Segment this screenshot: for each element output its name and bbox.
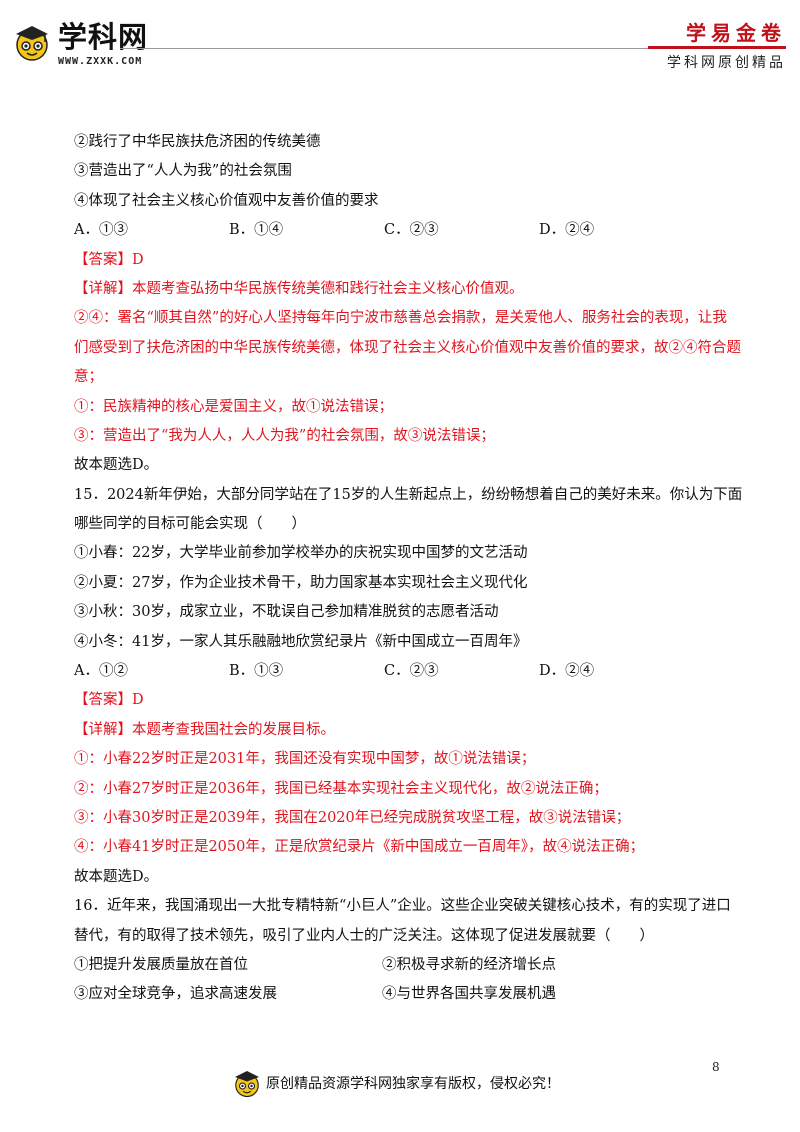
logo-text: 学科网 [58,20,149,54]
q16-options-row: ③应对全球竞争，追求高速发展 ④与世界各国共享发展机遇 [74,980,734,1009]
q14-detail-line: ③：营造出了“我为人人，人人为我”的社会氛围，故③说法错误； [74,427,495,444]
header-accent-line [648,46,786,49]
q14-option-c: C．②③ [384,222,439,239]
q14-detail-line: 们感受到了扶危济困的中华民族传统美德，体现了社会主义核心价值观中友善价值的要求，… [74,339,741,356]
q15-item: ④小冬：41岁，一家人其乐融融地欣赏纪录片《新中国成立一百周年》 [74,633,528,650]
q16-item: ③应对全球竞争，追求高速发展 [74,986,277,1003]
q16-item: ②积极寻求新的经济增长点 [382,956,556,973]
q15-detail-title: 【详解】本题考查我国社会的发展目标。 [74,721,335,738]
q14-conclusion: 故本题选D。 [74,457,159,474]
q16-options-row: ①把提升发展质量放在首位 ②积极寻求新的经济增长点 [74,951,734,980]
q15-answer: 【答案】D [74,692,144,709]
brand: 学易金卷 学科网原创精品 [667,20,786,72]
brand-title: 学易金卷 [686,21,786,45]
q15-option-d: D．②④ [539,663,595,680]
q15-option-c: C．②③ [384,663,439,680]
q15-option-a: A．①② [74,663,128,680]
q15-options: A．①② B．①③ C．②③ D．②④ [74,657,734,686]
page-footer: 原创精品资源学科网独家享有版权，侵权必究！ [232,1068,560,1098]
q16-stem: 16．近年来，我国涌现出一大批专精特新“小巨人”企业。这些企业突破关键核心技术，… [74,898,731,915]
copyright-notice: 原创精品资源学科网独家享有版权，侵权必究！ [266,1076,560,1092]
q15-detail-line: ②：小春27岁时正是2036年，我国已经基本实现社会主义现代化，故②说法正确； [74,780,608,797]
q15-detail-line: ③：小春30岁时正是2039年，我国在2020年已经完成脱贫攻坚工程，故③说法错… [74,809,631,826]
q15-item: ①小春：22岁，大学毕业前参加学校举办的庆祝实现中国梦的文艺活动 [74,545,528,562]
logo: 学科网 WWW.ZXXK.COM [12,22,148,67]
q15-conclusion: 故本题选D。 [74,868,159,885]
q15-option-b: B．①③ [229,663,284,680]
q14-options: A．①③ B．①④ C．②③ D．②④ [74,216,734,245]
q14-option-a: A．①③ [74,222,128,239]
brand-subtitle: 学科网原创精品 [667,55,786,71]
q15-stem: 15．2024新年伊始，大部分同学站在了15岁的人生新起点上，纷纷畅想着自己的美… [74,486,743,503]
q15-item: ③小秋：30岁，成家立业，不耽误自己参加精准脱贫的志愿者活动 [74,604,499,621]
q16-stem: 替代，有的取得了技术领先，吸引了业内人士的广泛关注。这体现了促进发展就要（ ） [74,927,654,944]
q15-item: ②小夏：27岁，作为企业技术骨干，助力国家基本实现社会主义现代化 [74,574,528,591]
q14-detail-title: 【详解】本题考查弘扬中华民族传统美德和践行社会主义核心价值观。 [74,280,524,297]
document-body: ②践行了中华民族扶危济困的传统美德 ③营造出了“人人为我”的社会氛围 ④体现了社… [74,128,743,1010]
page-number: 8 [712,1060,720,1074]
graduate-face-icon [16,26,48,61]
logo-url: WWW.ZXXK.COM [58,56,143,67]
q14-detail-line: ①：民族精神的核心是爱国主义，故①说法错误； [74,398,393,415]
q14-answer: 【答案】D [74,251,144,268]
q14-option-d: D．②④ [539,222,595,239]
q15-detail-line: ④：小春41岁时正是2050年，正是欣赏纪录片《新中国成立一百周年》，故④说法正… [74,839,645,856]
q14-detail-line: ②④：署名“顺其自然”的好心人坚持每年向宁波市慈善总会捐款，是关爱他人、服务社会… [74,310,727,327]
page-header: 学科网 WWW.ZXXK.COM 学易金卷 学科网原创精品 [0,0,800,80]
q16-item: ①把提升发展质量放在首位 [74,956,248,973]
graduate-face-icon [235,1071,259,1098]
q14-detail-line: 意； [74,369,103,386]
q16-item: ④与世界各国共享发展机遇 [382,986,556,1003]
q14-option-b: B．①④ [229,222,284,239]
q14-item: ③营造出了“人人为我”的社会氛围 [74,163,292,180]
q15-stem: 哪些同学的目标可能会实现（ ） [74,516,306,533]
q15-detail-line: ①：小春22岁时正是2031年，我国还没有实现中国梦，故①说法错误； [74,751,536,768]
header-divider [120,48,786,49]
q14-item: ②践行了中华民族扶危济困的传统美德 [74,134,321,150]
q14-item: ④体现了社会主义核心价值观中友善价值的要求 [74,192,379,209]
